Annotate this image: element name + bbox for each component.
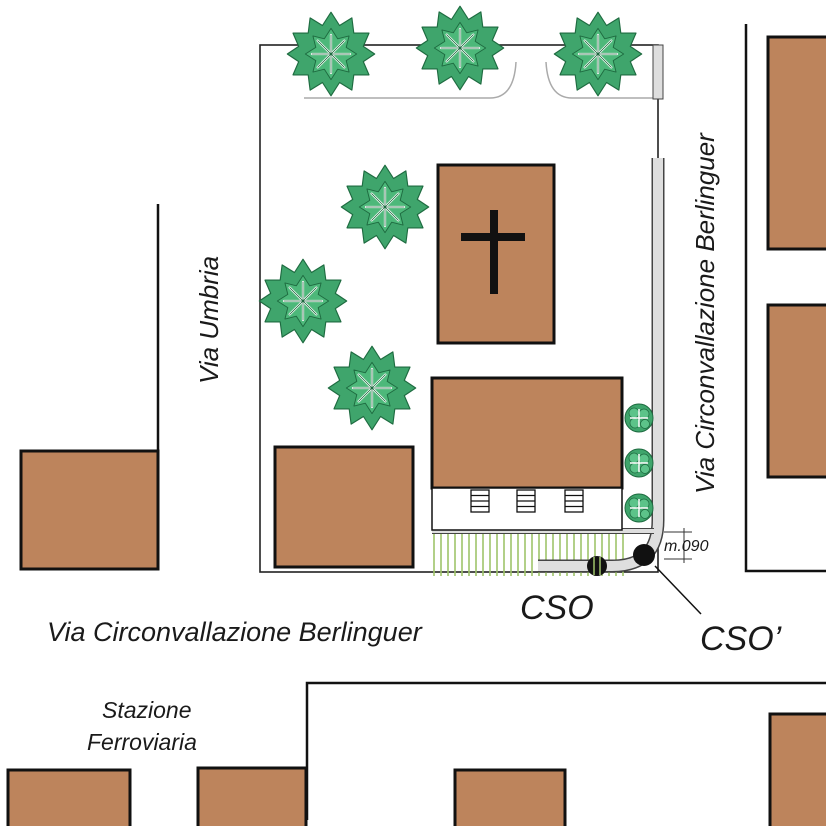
shrub-icon [624, 493, 654, 523]
buildings [6, 35, 826, 826]
tree-icon [415, 5, 505, 91]
ferroviaria-label: Ferroviaria [87, 729, 197, 755]
shrub-icon [624, 403, 654, 523]
via-berlinguer-horizontal-label: Via Circonvallazione Berlinguer [47, 617, 423, 647]
parish-hall [430, 376, 624, 490]
building-west [19, 449, 160, 571]
via-berlinguer-vertical-label: Via Circonvallazione Berlinguer [690, 132, 720, 494]
tree-icon [553, 11, 643, 97]
cso-label: CSO [520, 589, 594, 627]
garden-paths [304, 61, 656, 99]
cso-prime-point [633, 544, 655, 566]
measure-label: m.090 [664, 538, 709, 555]
cross-icon [461, 210, 525, 294]
measure-mark [664, 528, 692, 563]
path-north-left [304, 61, 517, 99]
tree-icon [327, 345, 417, 431]
shrub-icon [624, 403, 654, 433]
tree-icon [340, 164, 430, 250]
building-south-2 [196, 766, 308, 826]
plot-building-southwest [273, 445, 415, 569]
building-east-north [766, 35, 826, 251]
tree-icon [286, 11, 376, 97]
lawn-stripes [433, 534, 624, 576]
building-southeast [768, 712, 826, 826]
tree-icon [258, 258, 348, 344]
path-north-right [545, 61, 656, 99]
building-south-3 [453, 768, 567, 826]
via-umbria-label: Via Umbria [194, 256, 224, 384]
shrub-icon [624, 448, 654, 478]
building-south-1 [6, 768, 132, 826]
building-east-middle [766, 303, 826, 479]
stazione-label: Stazione [102, 697, 192, 723]
berlinguer-east-curb [744, 24, 826, 573]
cso-prime-label: CSO’ [700, 620, 782, 658]
cso-point [587, 556, 607, 576]
cso-prime-leader [654, 565, 702, 615]
stairs-icon [470, 489, 584, 513]
gate-post [652, 44, 664, 100]
